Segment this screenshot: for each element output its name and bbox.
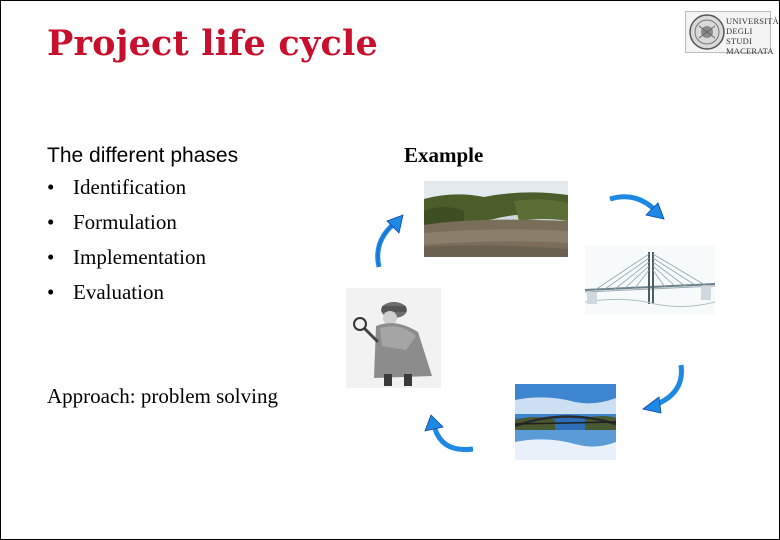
slide-title: Project life cycle (47, 23, 378, 64)
cycle-arrow-right-icon (609, 194, 665, 220)
list-item: •Implementation (47, 245, 206, 269)
bridge-sketch (585, 246, 715, 314)
university-seal-icon (689, 14, 725, 50)
example-label: Example (404, 143, 484, 167)
university-logo: UNIVERSITÀ DEGLI STUDI MACERATA (685, 11, 779, 56)
cycle-arrow-left-icon (424, 414, 474, 453)
phases-list: •Identification •Formulation •Implementa… (47, 173, 206, 313)
list-item: •Identification (47, 175, 187, 199)
detective-photo (346, 288, 441, 388)
cycle-arrow-down-icon (642, 364, 684, 414)
logo-text: UNIVERSITÀ DEGLI STUDI MACERATA (726, 16, 779, 56)
list-item: •Formulation (47, 210, 177, 234)
river-photo (424, 181, 568, 257)
phases-heading: The different phases (47, 144, 239, 167)
bridge-photo (515, 384, 616, 460)
approach-text: Approach: problem solving (47, 384, 278, 408)
cycle-arrow-up-icon (375, 214, 404, 268)
list-item: •Evaluation (47, 280, 164, 304)
